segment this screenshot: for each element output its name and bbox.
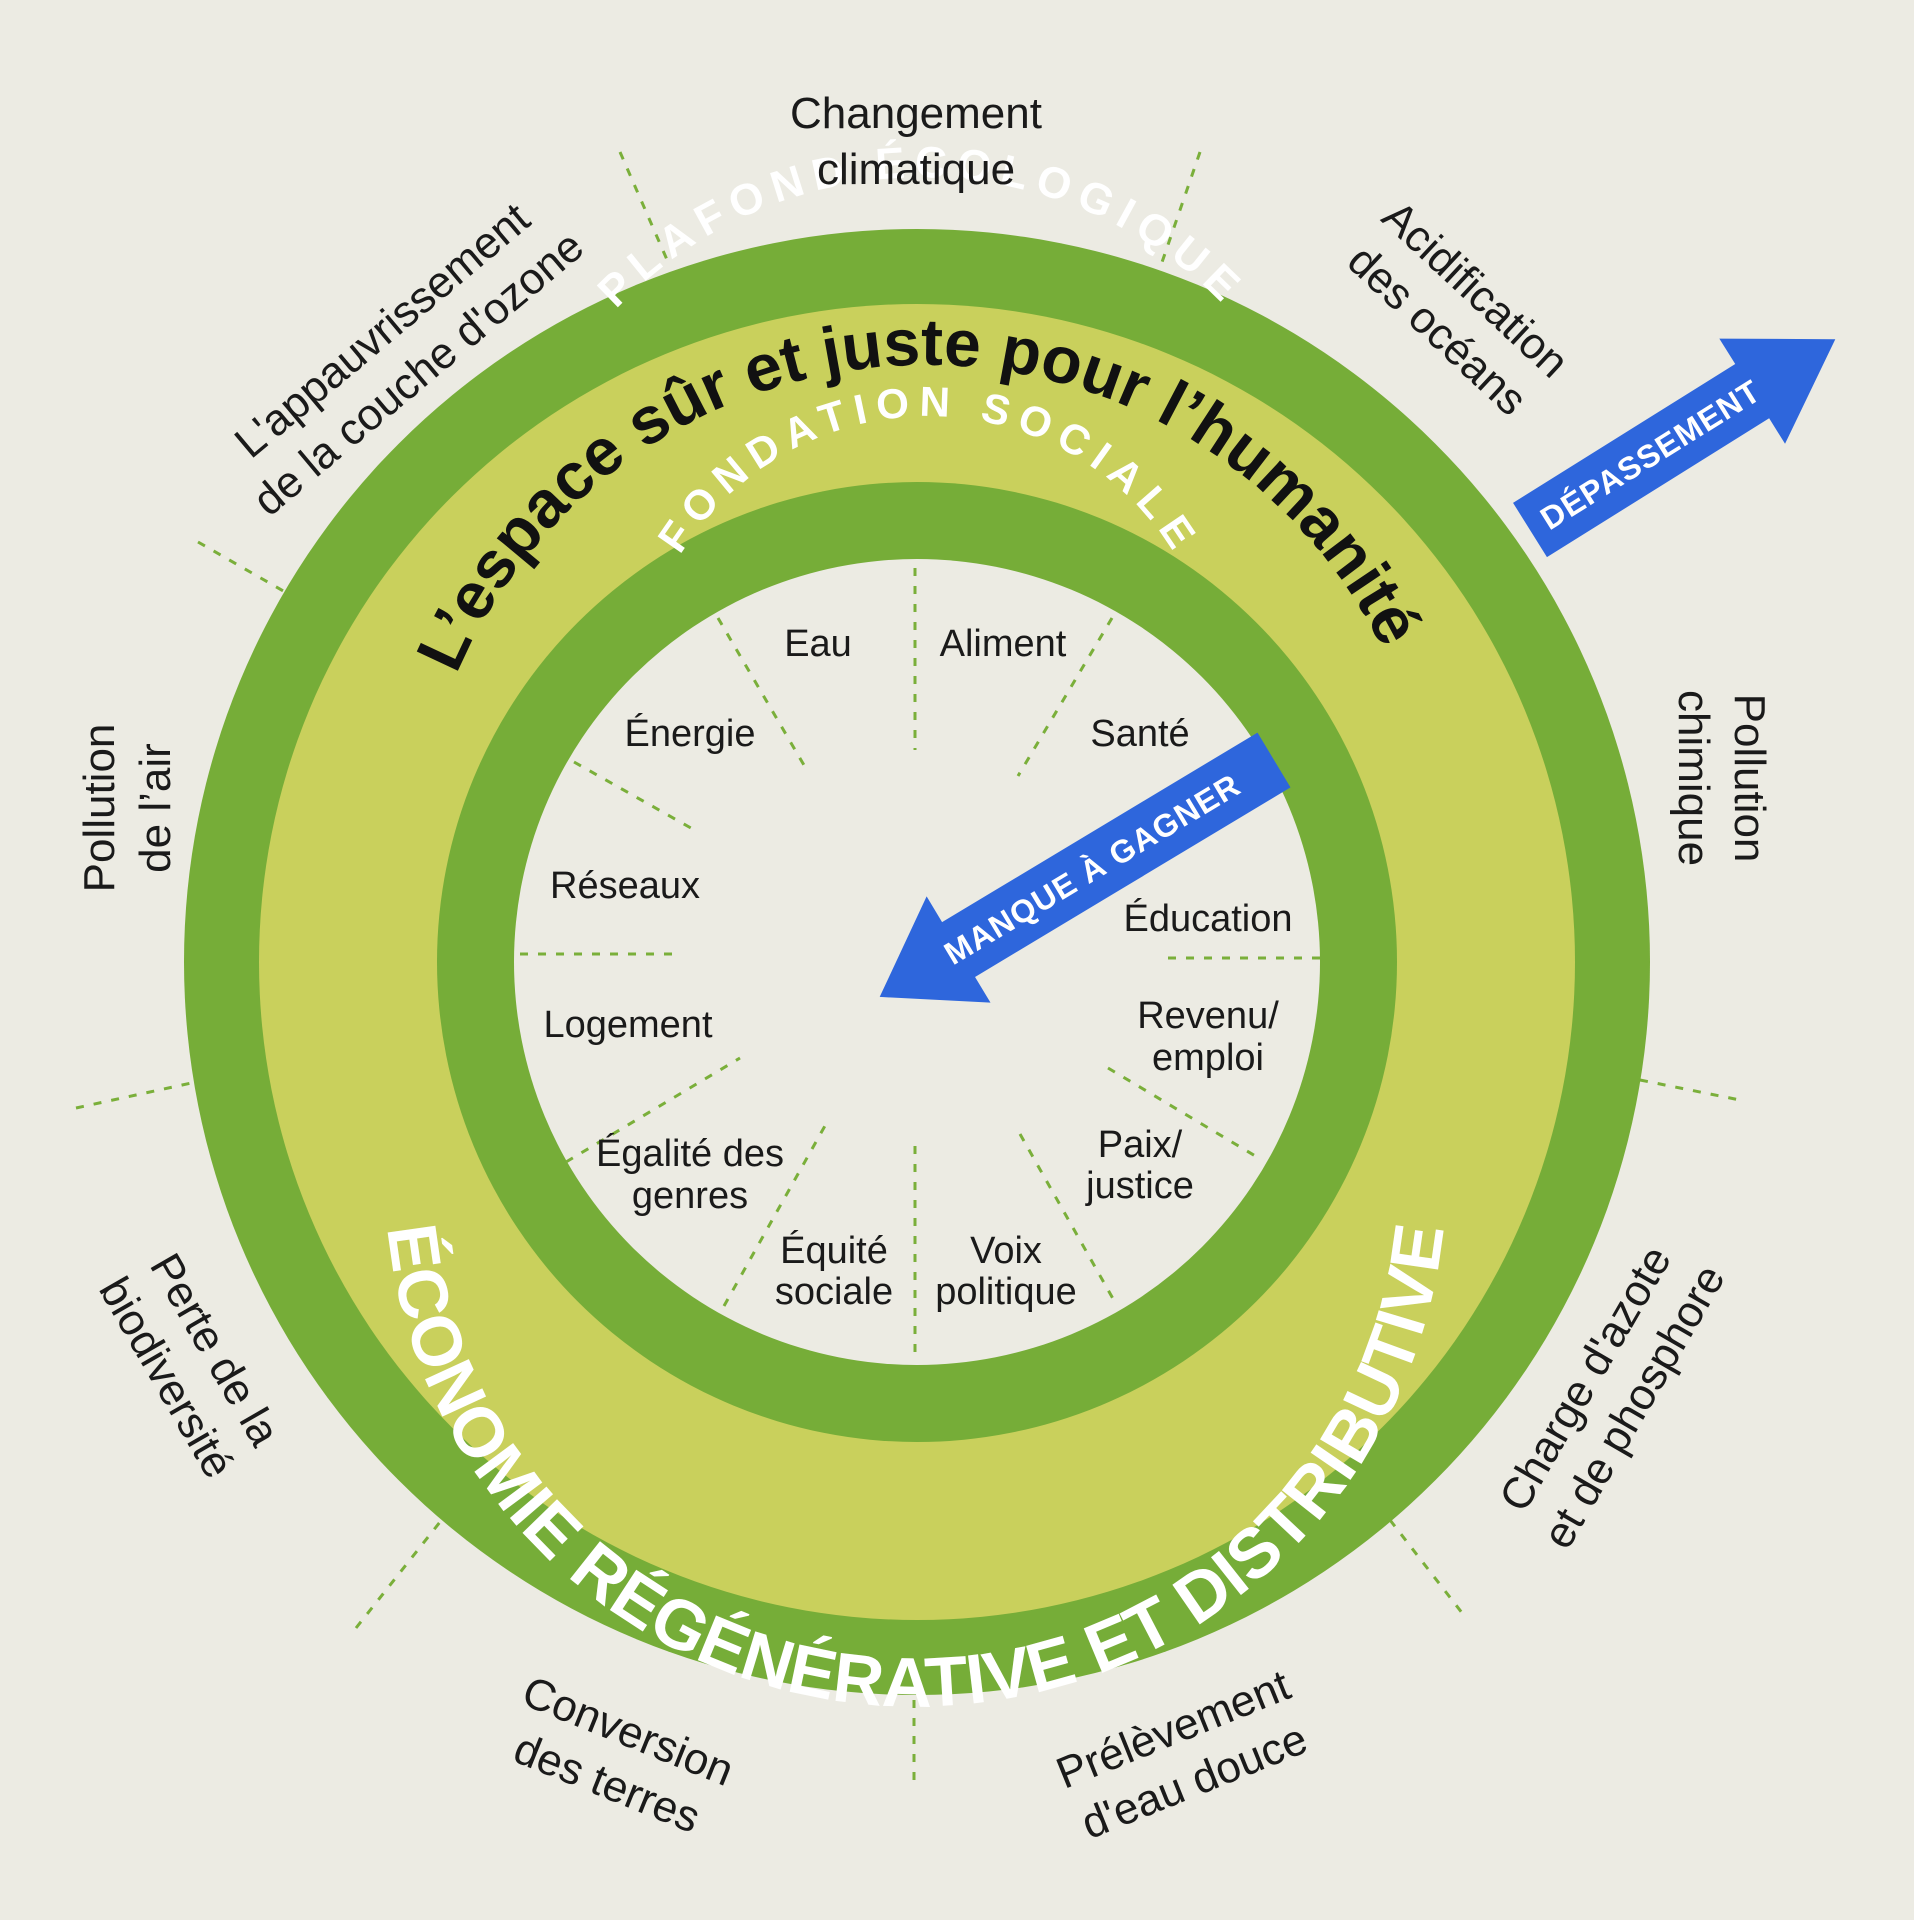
label-climate-change: Changement climatique [790,89,1042,194]
arrow-shape [1513,338,1836,558]
divider-line [354,1521,442,1629]
svg-text:Pollution: Pollution [1725,694,1774,863]
divider-line [197,540,293,598]
svg-text:sociale: sociale [775,1271,893,1313]
arrow-shape [879,732,1291,1003]
divider-line [75,1080,197,1110]
svg-text:emploi: emploi [1152,1037,1264,1079]
svg-text:chimique: chimique [1669,690,1718,866]
svg-text:Changement: Changement [790,89,1042,138]
svg-text:climatique: climatique [817,145,1015,194]
svg-text:Égalité des: Égalité des [596,1132,784,1175]
divider-line [618,151,670,263]
svg-text:Voix: Voix [970,1230,1042,1272]
divider-line [1107,1066,1263,1162]
svg-text:genres: genres [632,1175,748,1217]
label-air-pollution: Pollution de l’air [75,724,180,893]
divider-line [1016,617,1114,777]
label-political-voice: Voix politique [935,1230,1077,1313]
label-social-equity: Équité sociale [775,1229,893,1313]
svg-text:Pollution: Pollution [75,724,124,893]
label-water: Eau [784,623,852,665]
svg-text:Paix/: Paix/ [1098,1124,1183,1166]
svg-text:politique: politique [935,1271,1077,1313]
label-income-work: Revenu/ emploi [1137,995,1279,1079]
divider-line [1388,1519,1468,1619]
divider-line [716,617,810,773]
social-foundation-labels: Eau Aliment Santé Énergie Réseaux Éducat… [543,623,1292,1313]
svg-text:Revenu/: Revenu/ [1137,995,1279,1037]
svg-text:justice: justice [1085,1165,1194,1207]
divider-line [1158,151,1202,269]
label-gender-equality: Égalité des genres [596,1132,784,1217]
svg-text:de l’air: de l’air [131,743,180,873]
label-chemical-pollution: Pollution chimique [1669,690,1774,866]
inner-dividers [520,568,1320,1360]
label-health: Santé [1090,713,1189,755]
divider-line [565,1056,741,1164]
label-peace-justice: Paix/ justice [1085,1124,1194,1207]
label-education: Éducation [1123,897,1292,940]
label-networks: Réseaux [550,865,700,907]
label-energy: Énergie [625,712,756,755]
label-food: Aliment [940,623,1067,665]
divider-line [573,760,699,834]
outer-dividers [75,151,1741,1790]
label-housing: Logement [543,1004,712,1046]
svg-text:Équité: Équité [780,1229,888,1272]
divider-line [1018,1133,1118,1305]
